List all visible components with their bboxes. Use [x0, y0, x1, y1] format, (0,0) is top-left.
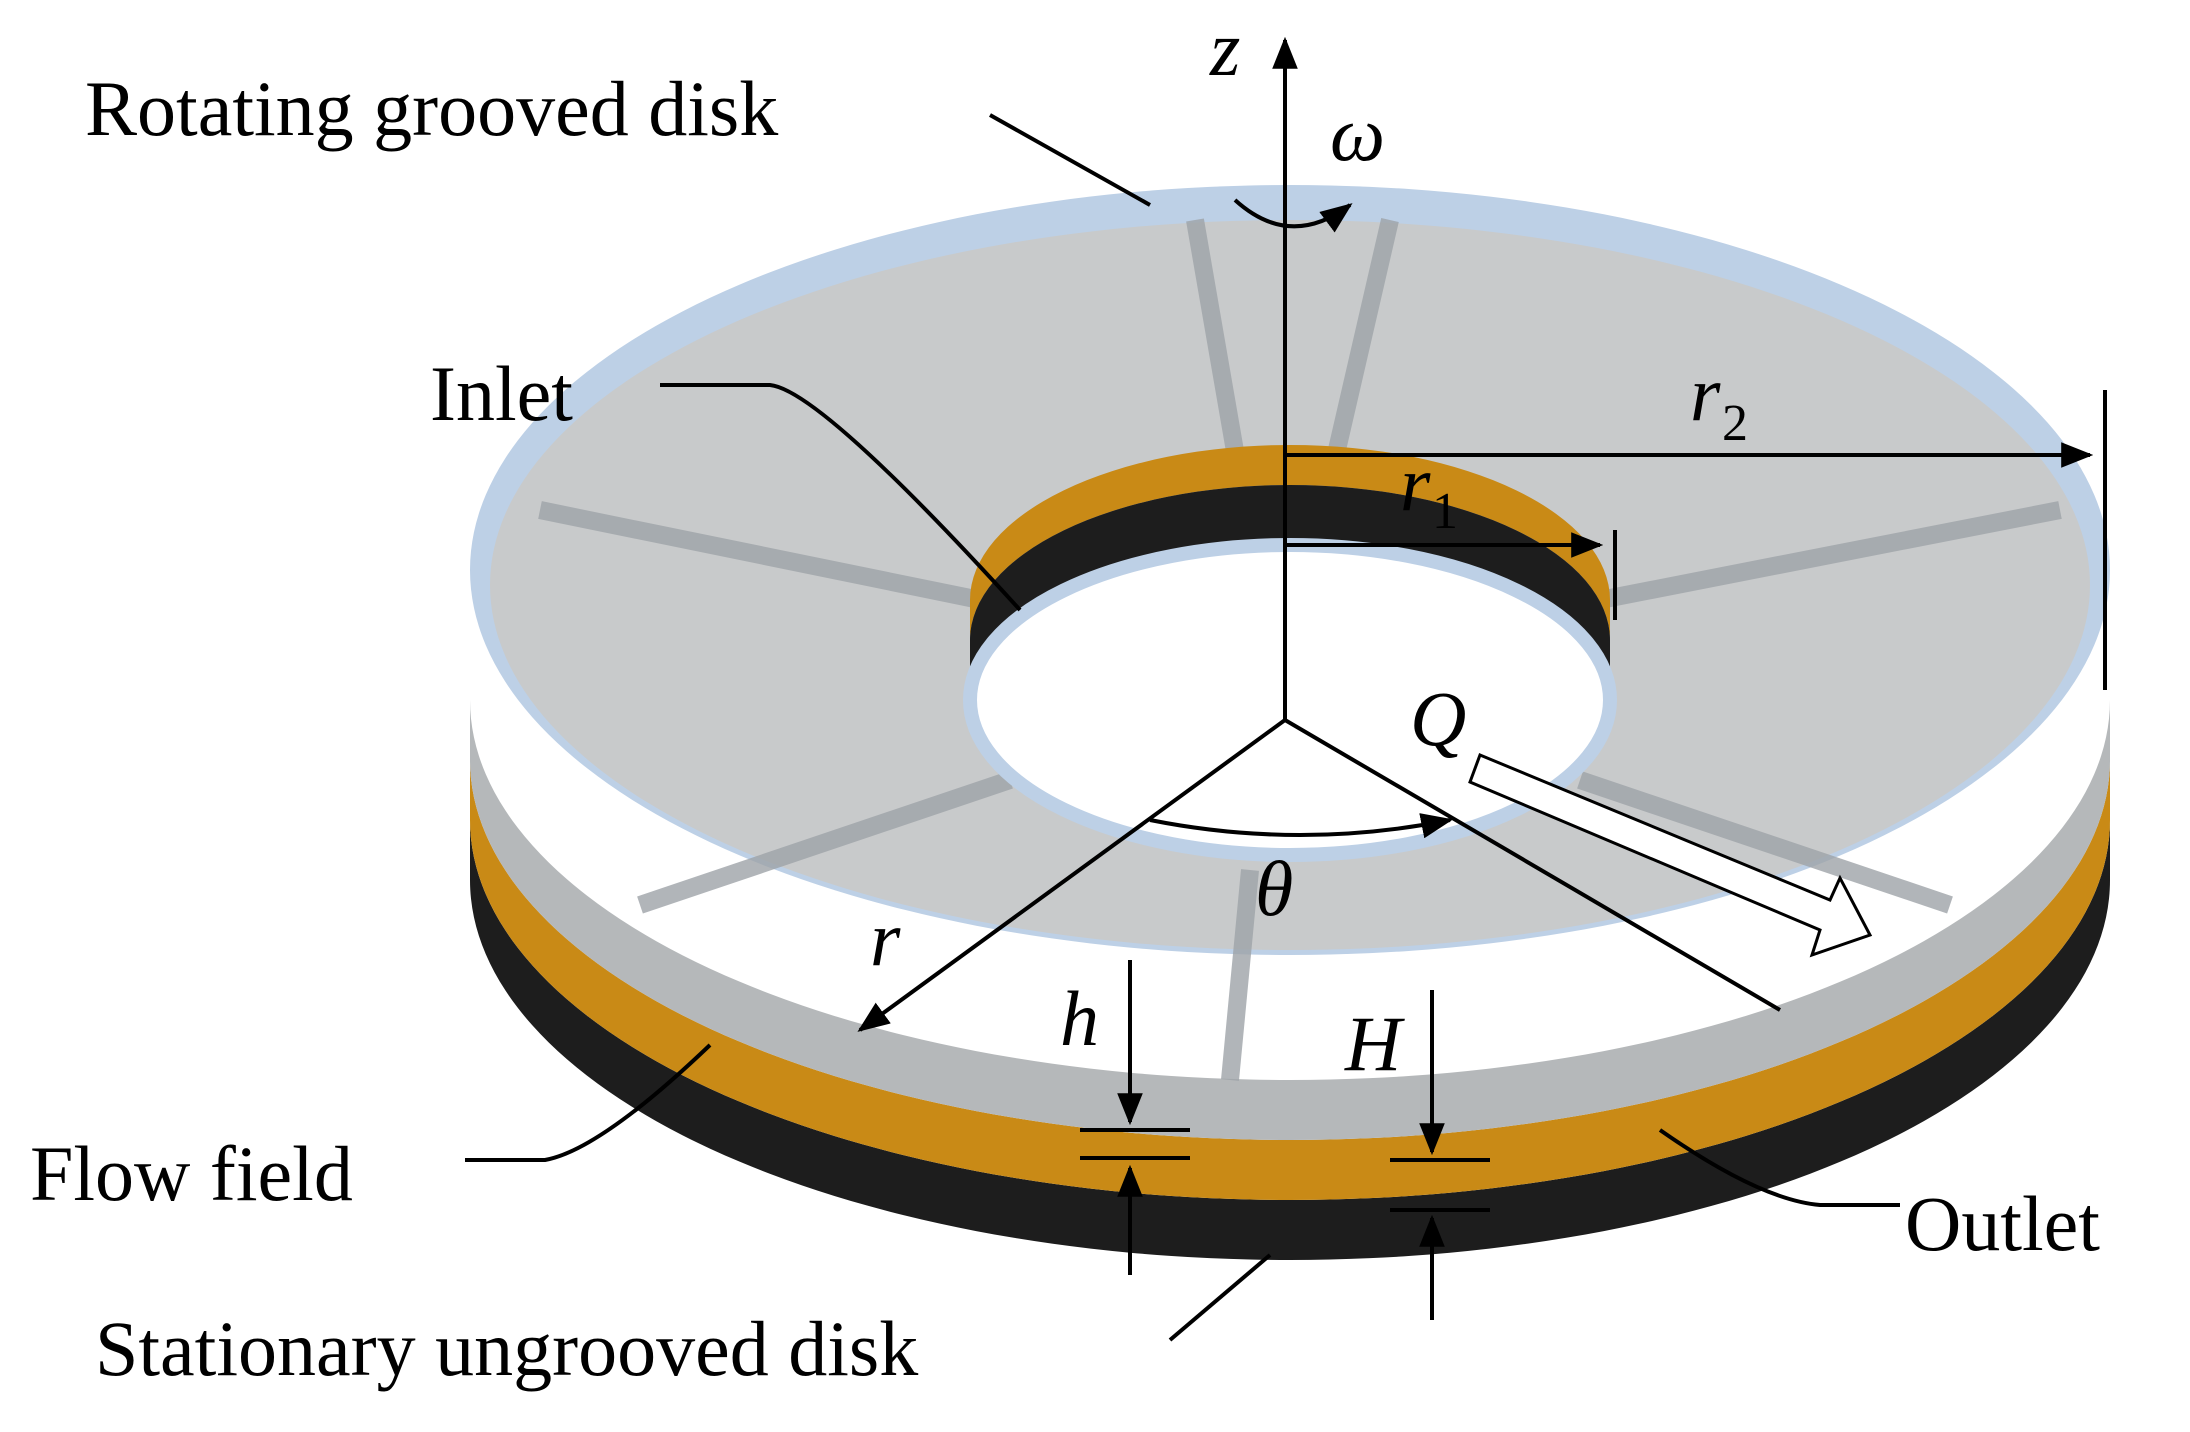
- inlet-label: Inlet: [430, 350, 573, 437]
- r2-subscript: 2: [1722, 395, 1748, 452]
- r1-subscript: 1: [1432, 483, 1458, 540]
- q-flow-arrow: [1468, 753, 1873, 958]
- flow-field-leader: [465, 1043, 712, 1162]
- rotating-disk-top: [470, 185, 2110, 1081]
- omega-symbol: ω: [1330, 90, 1385, 177]
- inner-bore-dark: [970, 485, 1610, 700]
- h-symbol: h: [1060, 975, 1099, 1062]
- omega-arrow: [1233, 198, 1353, 233]
- r1-symbol: r: [1400, 440, 1431, 527]
- r2-symbol: r: [1690, 350, 1721, 437]
- inlet-leader: [660, 383, 1022, 612]
- H-dimension-mark: [1390, 990, 1490, 1320]
- leader-lines: [465, 113, 1900, 1342]
- theta-ref-line: [1283, 718, 1782, 1012]
- stationary-disk: [470, 820, 2110, 1260]
- z-symbol: z: [1209, 5, 1240, 92]
- stationary-disk-leader: [1168, 1253, 1272, 1342]
- flow-field-layer: [470, 760, 2110, 1200]
- q-symbol: Q: [1410, 675, 1466, 762]
- coordinate-axes: [857, 36, 2107, 1032]
- inner-bore-orange: [970, 445, 1610, 640]
- outlet-leader: [1658, 1128, 1900, 1207]
- stationary-disk-label: Stationary ungrooved disk: [95, 1305, 918, 1392]
- H-symbol: H: [1344, 1000, 1405, 1087]
- rotating-disk-label: Rotating grooved disk: [85, 65, 778, 152]
- r-symbol: r: [870, 895, 901, 982]
- outlet-label: Outlet: [1905, 1180, 2100, 1267]
- r-axis: [857, 718, 1287, 1032]
- rotating-disk-leader: [989, 113, 1151, 207]
- theta-arc: [1149, 813, 1454, 839]
- grooves: [538, 217, 2062, 1081]
- theta-symbol: θ: [1255, 845, 1293, 932]
- flow-field-label: Flow field: [30, 1130, 353, 1217]
- h-dimension: [1080, 960, 1190, 1275]
